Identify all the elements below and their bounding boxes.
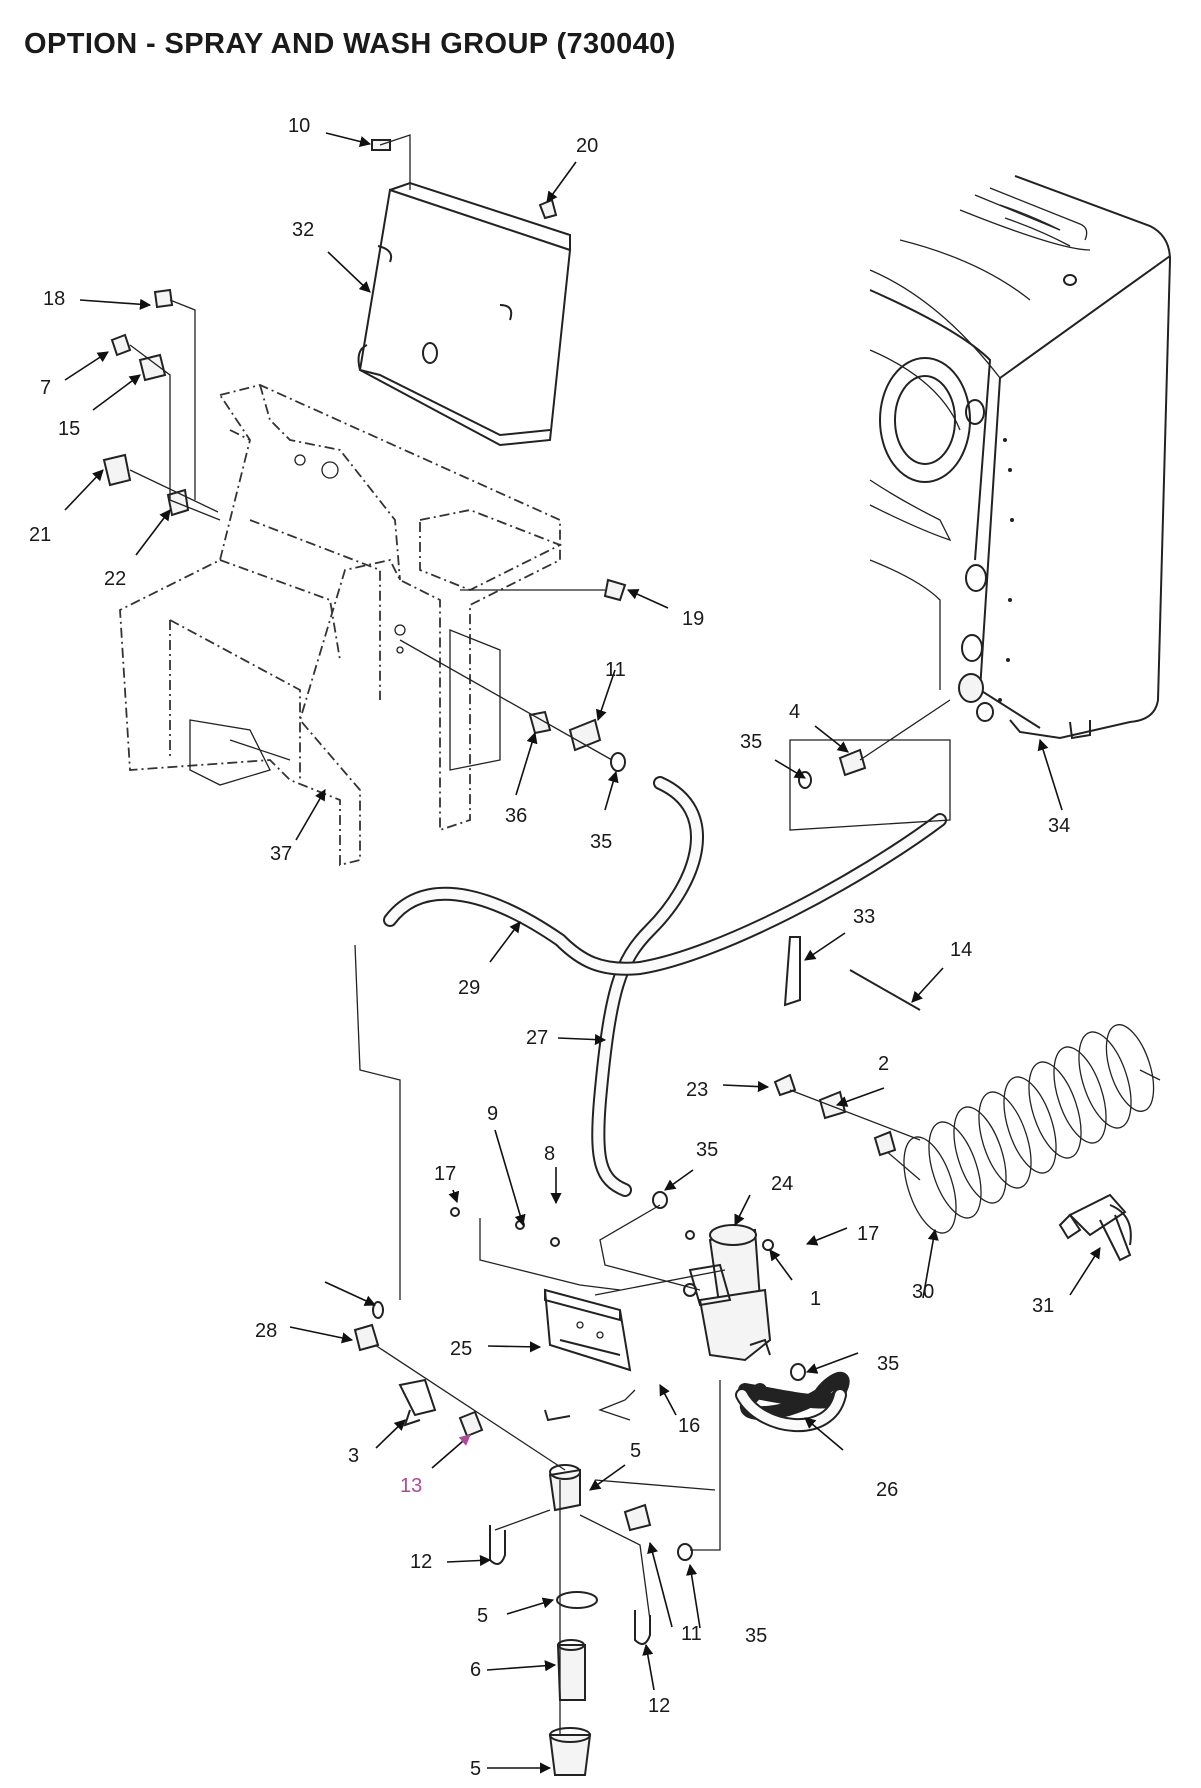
callout-25: 25 [450,1338,472,1360]
callout-32: 32 [292,219,314,241]
callout-11: 11 [605,659,626,681]
callout-35: 35 [877,1353,899,1375]
callout-labels: 10 20 32 18 7 15 21 22 19 11 4 35 34 36 … [29,115,1070,1780]
callout-6: 6 [470,1659,481,1681]
callout-17: 17 [857,1223,879,1245]
callout-20: 20 [576,135,598,157]
callout-24: 24 [771,1173,793,1195]
callout-35: 35 [590,831,612,853]
callout-21: 21 [29,524,51,546]
callout-1: 1 [810,1288,821,1310]
callout-33: 33 [853,906,875,928]
callout-5: 5 [630,1440,641,1462]
spray-gun [1058,1193,1132,1262]
callout-26: 26 [876,1479,898,1501]
hoses [383,776,947,1433]
callout-3: 3 [348,1445,359,1467]
callout-34: 34 [1048,815,1070,837]
page-title: OPTION - SPRAY AND WASH GROUP (730040) [24,28,676,60]
callout-8: 8 [544,1143,555,1165]
callout-7: 7 [40,377,51,399]
callout-5: 5 [470,1758,481,1780]
callout-17: 17 [434,1163,456,1185]
callout-13: 13 [400,1475,422,1497]
callout-27: 27 [526,1027,548,1049]
callout-30: 30 [912,1281,934,1303]
callout-29: 29 [458,977,480,999]
callout-16: 16 [678,1415,700,1437]
filter-assembly [398,1378,598,1776]
pump-assembly [683,1224,772,1362]
fittings [102,139,921,1645]
callout-28: 28 [255,1320,277,1342]
frame-assembly [119,384,563,867]
callout-35: 35 [740,731,762,753]
connection-lines [129,134,951,1735]
callout-19: 19 [682,608,704,630]
leader-lines [64,132,1101,1774]
callout-37: 37 [270,843,292,865]
callout-12: 12 [410,1551,432,1573]
callout-15: 15 [58,418,80,440]
callout-14: 14 [950,939,972,961]
callout-23: 23 [686,1079,708,1101]
callout-4: 4 [789,701,800,723]
callout-5: 5 [477,1605,488,1627]
callout-10: 10 [288,115,310,137]
cover-box [357,181,572,447]
coiled-hose [884,1024,1161,1234]
callout-12: 12 [648,1695,670,1717]
callout-9: 9 [487,1103,498,1125]
callout-18: 18 [43,288,65,310]
machine-housing [869,175,1172,740]
callout-22: 22 [104,568,126,590]
callout-11: 11 [681,1623,702,1645]
callout-2: 2 [878,1053,889,1075]
callout-31: 31 [1032,1295,1054,1317]
callout-35: 35 [745,1625,767,1647]
mounting-bracket [543,1288,632,1372]
callout-36: 36 [505,805,527,827]
callout-35: 35 [696,1139,718,1161]
